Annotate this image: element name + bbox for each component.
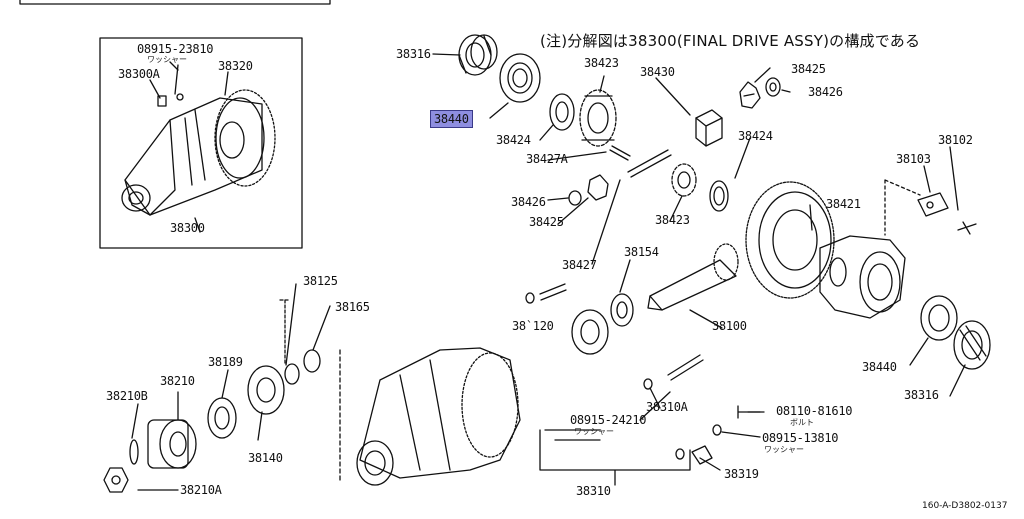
washer-38210B — [129, 439, 139, 465]
washer-38424-left — [549, 93, 575, 131]
washer-38426-top — [765, 77, 781, 97]
part-label-38189[interactable]: 38189 — [208, 355, 243, 369]
differential-case-38421 — [819, 235, 906, 319]
pinion-38425-top — [739, 81, 761, 109]
drive-pinion-shaft — [647, 243, 739, 311]
spacer-38430 — [695, 109, 723, 147]
part-label-washer-a: ワッシャー — [147, 55, 187, 64]
side-gear-38423-top — [579, 89, 617, 147]
part-label-38316-top[interactable]: 38316 — [396, 47, 431, 61]
nut-38210A — [103, 467, 129, 493]
part-label-38440-highlighted[interactable]: 38440 — [430, 110, 473, 128]
part-label-08915-13810[interactable]: 08915-13810 — [762, 431, 839, 445]
washer-38424-right — [709, 180, 729, 212]
part-label-08915-23810[interactable]: 08915-23810 — [137, 42, 214, 56]
part-label-08110-81610[interactable]: 08110-81610 — [776, 404, 853, 418]
inset-carrier-drawing — [121, 64, 276, 216]
part-label-38310[interactable]: 38310 — [576, 484, 611, 498]
washer-38165 — [303, 349, 321, 373]
part-label-38316-bot[interactable]: 38316 — [904, 388, 939, 402]
pin-38427A — [609, 145, 631, 161]
bearing-38120 — [571, 309, 609, 355]
part-label-38103[interactable]: 38103 — [896, 152, 931, 166]
part-label-38426-top[interactable]: 38426 — [808, 85, 843, 99]
seal-38189 — [207, 397, 237, 439]
part-label-38154[interactable]: 38154 — [624, 245, 659, 259]
part-label-38320[interactable]: 38320 — [218, 59, 253, 73]
part-label-38425-top[interactable]: 38425 — [791, 62, 826, 76]
flange-38210 — [147, 419, 197, 469]
part-label-38210A[interactable]: 38210A — [180, 483, 222, 497]
bolt-38102 — [957, 221, 977, 235]
bearing-38316-bot — [953, 320, 991, 370]
part-label-38319[interactable]: 38319 — [724, 467, 759, 481]
part-label-38427[interactable]: 38427 — [562, 258, 597, 272]
part-label-38310A[interactable]: 38310A — [646, 400, 688, 414]
side-gear-38423-mid — [671, 163, 697, 197]
bracket-38319 — [691, 445, 713, 465]
bearing-38316-top — [458, 34, 498, 76]
part-label-38421[interactable]: 38421 — [826, 197, 861, 211]
leader-lines — [131, 53, 966, 491]
carrier-housing-38310 — [356, 347, 521, 486]
part-label-38120[interactable]: 38`120 — [512, 319, 554, 333]
part-label-08915-24210[interactable]: 08915-24210 — [570, 413, 647, 427]
part-label-38430[interactable]: 38430 — [640, 65, 675, 79]
washer-38424-left-inner — [555, 101, 569, 123]
spacer-38125 — [284, 363, 300, 385]
part-label-38424-left[interactable]: 38424 — [496, 133, 531, 147]
part-label-38300A[interactable]: 38300A — [118, 67, 160, 81]
shaft-38427 — [627, 149, 672, 178]
ring-gear-38100 — [745, 181, 835, 299]
part-label-38125[interactable]: 38125 — [303, 274, 338, 288]
part-label-38210[interactable]: 38210 — [160, 374, 195, 388]
part-label-bolt: ボルト — [790, 418, 814, 427]
part-label-38424-right[interactable]: 38424 — [738, 129, 773, 143]
part-label-38426-mid[interactable]: 38426 — [511, 195, 546, 209]
washer-38426-mid — [568, 190, 582, 206]
washer-38154 — [610, 293, 634, 327]
stud-38310A — [667, 354, 704, 381]
part-label-38423-top[interactable]: 38423 — [584, 56, 619, 70]
diagram-note: (注)分解図は38300(FINAL DRIVE ASSY)の構成である — [540, 32, 921, 50]
inset-frame — [99, 37, 303, 249]
part-label-washer-c: ワッシャー — [764, 445, 804, 454]
part-label-washer-b: ワッシャー — [574, 427, 614, 436]
part-label-38427A[interactable]: 38427A — [526, 152, 568, 166]
bearing-38440-bot — [920, 295, 958, 341]
pinion-38425-mid — [587, 174, 609, 201]
part-label-38165[interactable]: 38165 — [335, 300, 370, 314]
bearing-38140 — [247, 365, 285, 415]
part-label-38100[interactable]: 38100 — [712, 319, 747, 333]
bearing-38440-top — [499, 53, 541, 103]
part-label-38423-mid[interactable]: 38423 — [655, 213, 690, 227]
part-label-38210B[interactable]: 38210B — [106, 389, 148, 403]
part-label-38440-bot[interactable]: 38440 — [862, 360, 897, 374]
lock-plate-38103 — [917, 192, 949, 217]
part-label-38102[interactable]: 38102 — [938, 133, 973, 147]
part-label-38300[interactable]: 38300 — [170, 221, 205, 235]
top-frame-edge — [19, 0, 331, 5]
bolt-38154-left — [539, 283, 567, 301]
part-label-38425-mid[interactable]: 38425 — [529, 215, 564, 229]
part-label-38140[interactable]: 38140 — [248, 451, 283, 465]
diagram-code: 160-A-D3802-0137 — [922, 501, 1008, 511]
